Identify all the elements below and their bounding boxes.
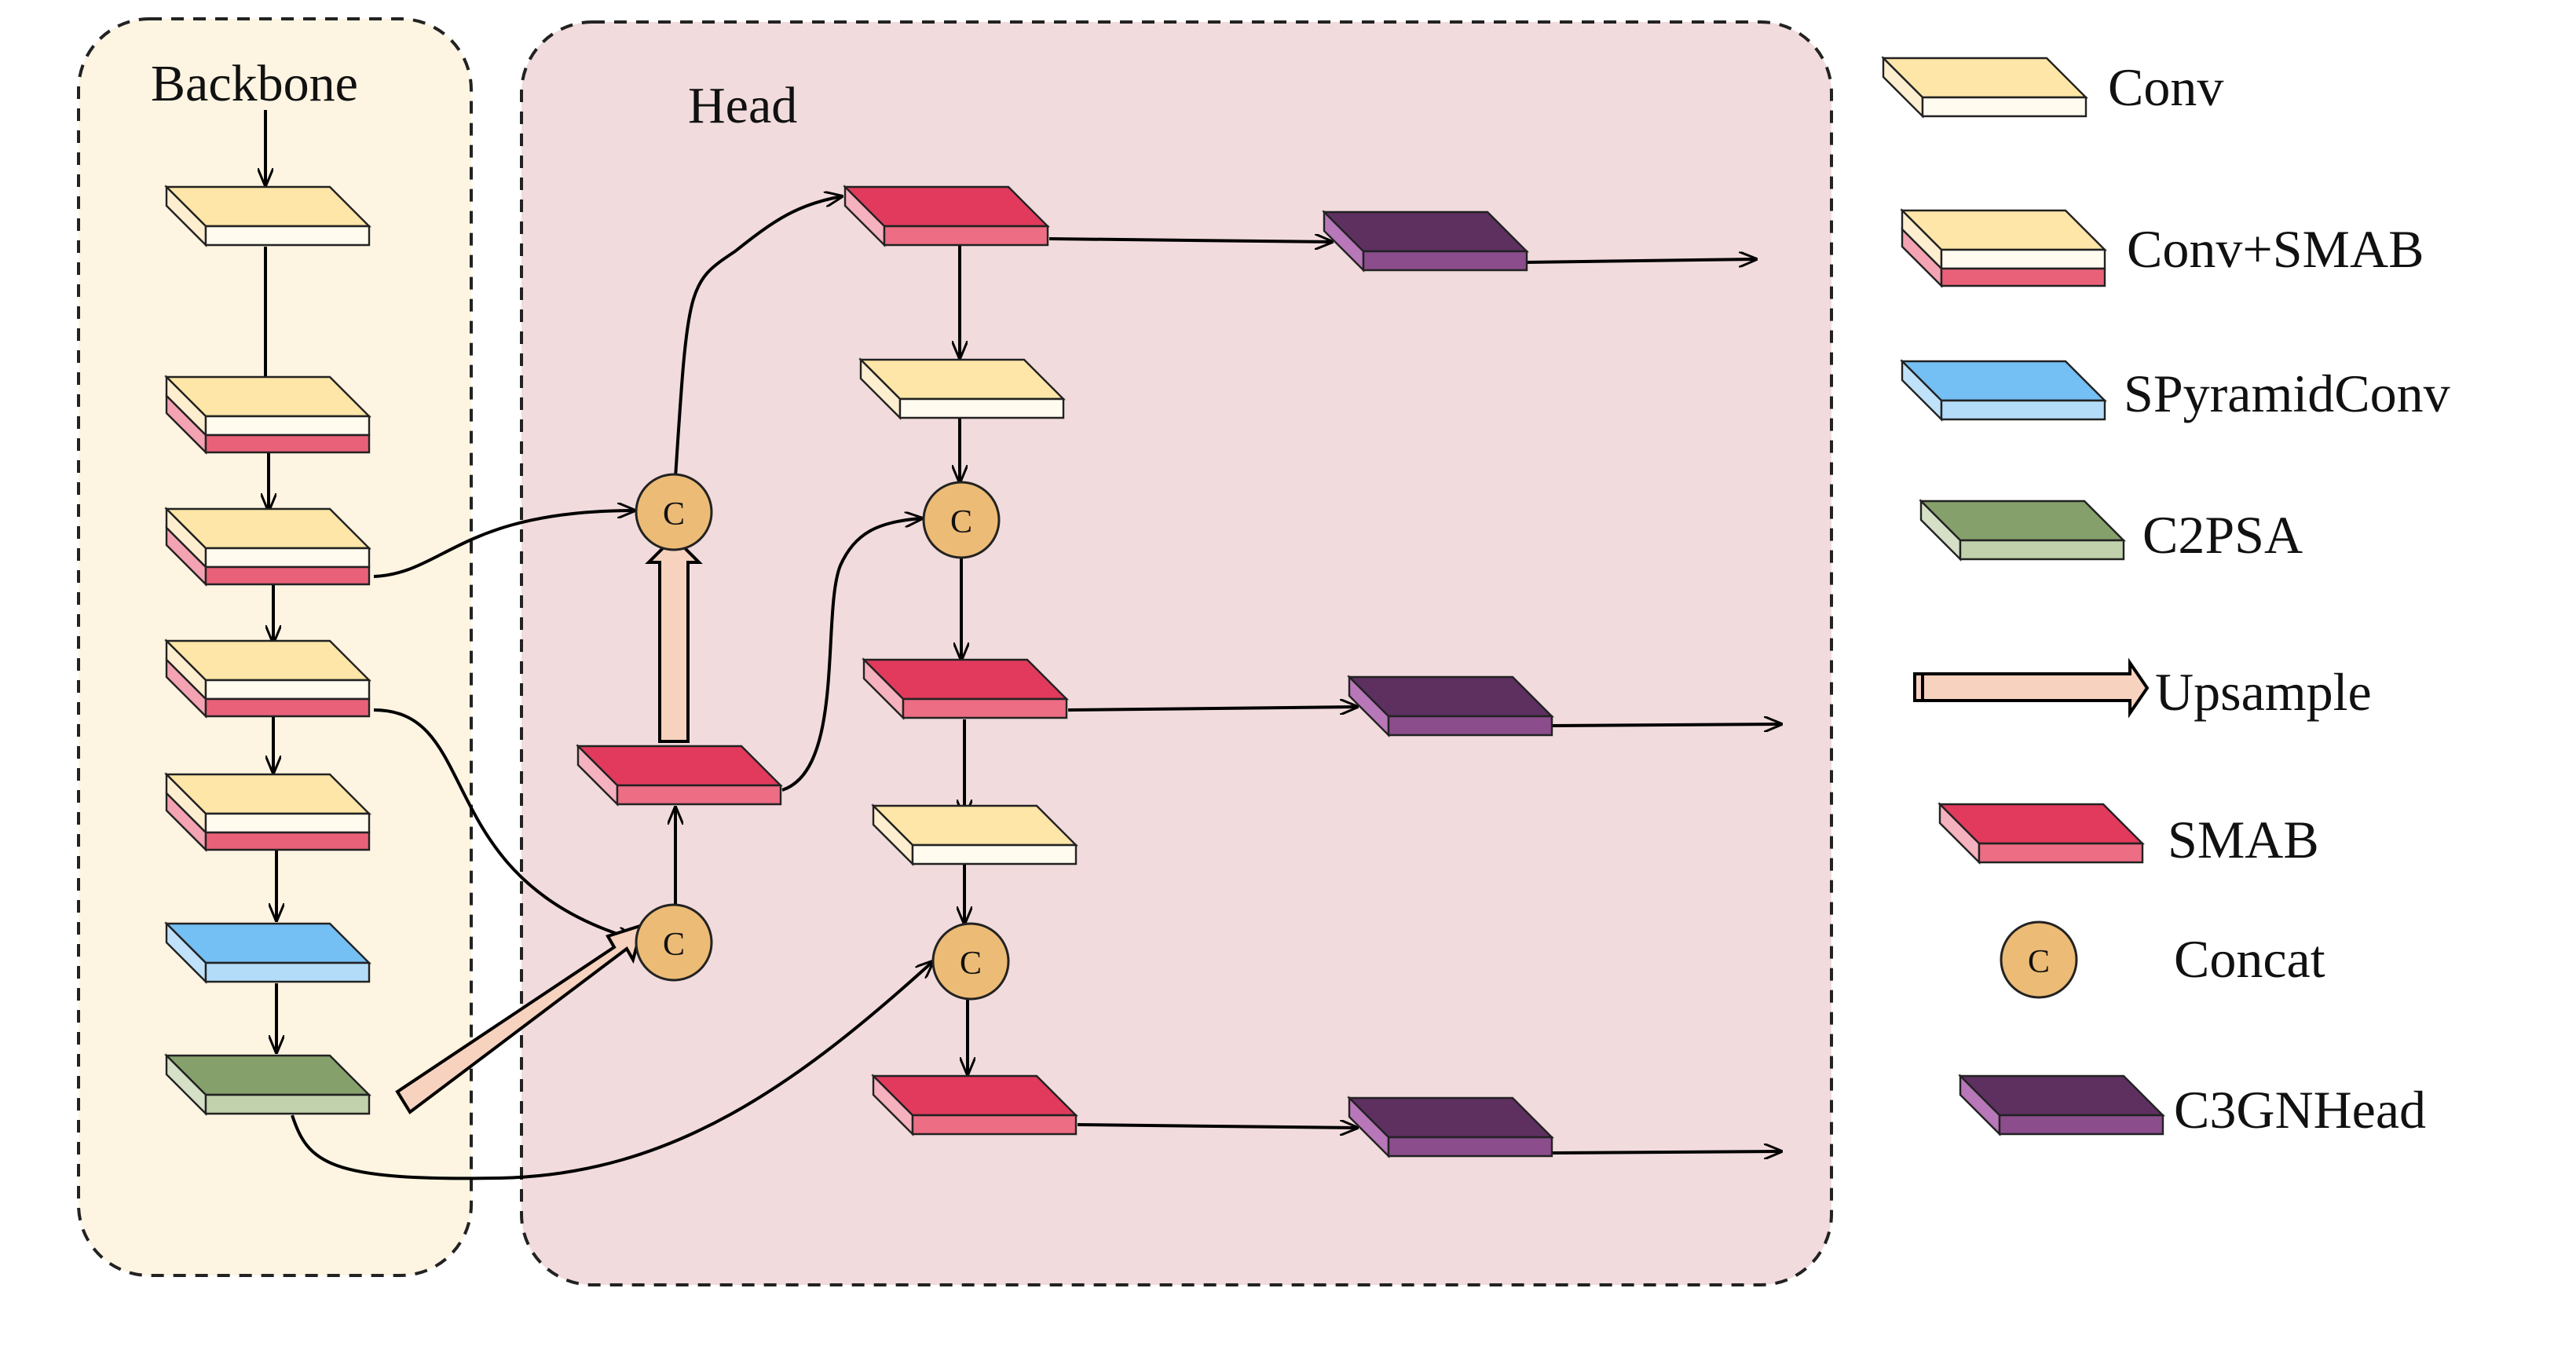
c3gnhead-block-1 [1322,210,1529,273]
backbone-conv-smab-block-1 [164,375,371,455]
concat-node-mid: C [922,481,1001,559]
head-smab-block-mid [862,657,1069,720]
head-smab-block-low [871,1074,1078,1136]
skip-p4-to-concat [373,708,635,939]
legend-spyramid-swatch [1900,359,2107,422]
head-conv-block-mid [871,803,1078,866]
head-title: Head [688,77,797,134]
concat-to-top-smab [674,196,842,478]
skip-p3-to-concat [373,511,635,578]
head-smab-block-left [576,744,783,807]
c3gnhead-block-3 [1347,1096,1554,1158]
concat-node-bottom: C [635,903,713,982]
c3gnhead-block-2 [1347,675,1554,737]
c2psa-to-concat [291,961,933,1180]
backbone-spyramidconv-block [164,921,371,984]
legend-smab-label: SMAB [2168,810,2319,869]
concat-node-top: C [635,473,713,551]
backbone-conv-smab-block-3 [164,639,371,719]
backbone-conv-smab-block-4 [164,772,371,852]
backbone-conv-smab-block-2 [164,507,371,587]
legend-upsample-swatch [1913,657,2150,719]
svg-text:C: C [663,496,685,532]
upsample-arrow-vertical [645,535,703,743]
legend-concat-swatch: C [2000,920,2078,999]
legend-spyramid-label: SPyramidConv [2124,364,2450,423]
output-arrow-1 [1526,259,1756,262]
smab-to-concat-mid [781,518,922,792]
legend-c3gnhead-label: C3GNHead [2174,1080,2426,1140]
legend-upsample-label: Upsample [2155,662,2372,722]
head-smab-block-top [843,185,1050,247]
concat-node-low: C [931,922,1010,1001]
svg-text:C: C [960,946,982,982]
mid-smab-to-head [1067,707,1357,710]
legend-conv-smab-swatch [1900,208,2107,288]
low-smab-to-head [1077,1125,1357,1128]
head-panel [520,20,1833,1286]
backbone-c2psa-block [164,1053,371,1116]
legend-conv-smab-label: Conv+SMAB [2127,219,2424,279]
backbone-title: Backbone [151,55,358,112]
legend-concat-label: Concat [2174,929,2325,989]
svg-text:C: C [950,504,972,540]
backbone-conv-block [164,185,371,247]
legend: Conv Conv+SMAB SPyramidConv C2PSA Upsamp… [1881,56,2450,1140]
legend-smab-swatch [1937,802,2145,865]
head-conv-block-top [858,357,1066,420]
output-arrow-3 [1551,1151,1781,1153]
legend-c3gnhead-swatch [1958,1074,2165,1136]
legend-c2psa-swatch [1919,499,2126,562]
legend-c2psa-label: C2PSA [2142,505,2303,565]
legend-conv-label: Conv [2108,57,2223,117]
connections [265,110,1781,1180]
svg-text:C: C [2028,944,2050,980]
top-smab-to-head [1048,239,1332,242]
output-arrow-2 [1551,724,1781,726]
svg-text:C: C [663,927,685,963]
legend-conv-swatch [1881,56,2088,119]
